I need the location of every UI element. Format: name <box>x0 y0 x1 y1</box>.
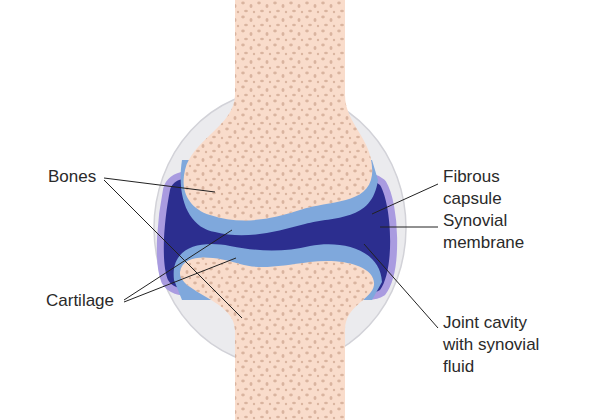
part-label: Fibrous capsule <box>443 166 543 210</box>
part-label: Cartilage <box>46 290 114 312</box>
part-label: Bones <box>48 166 96 188</box>
part-label: Synovial membrane <box>443 210 543 254</box>
lower-bone <box>180 257 374 420</box>
leader-lines <box>104 178 438 328</box>
part-label: Joint cavity with synovial fluid <box>443 312 555 378</box>
upper-bone <box>184 0 373 220</box>
